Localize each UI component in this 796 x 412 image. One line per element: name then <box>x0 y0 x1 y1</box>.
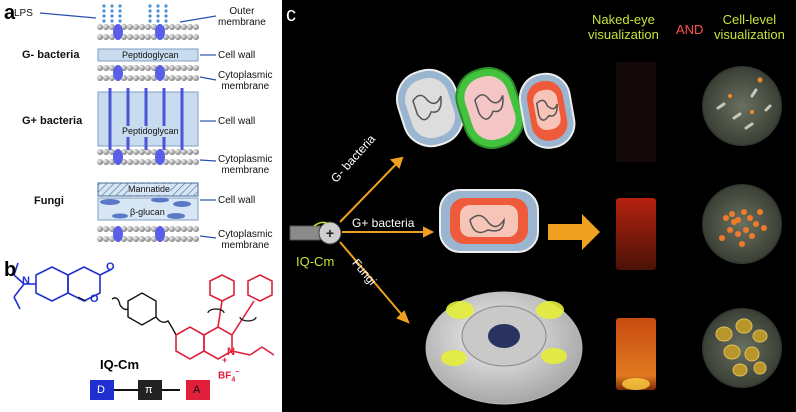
gpos-pathway-label: G+ bacteria <box>352 216 415 230</box>
detection-scheme: + <box>289 62 782 405</box>
panel-c: + <box>282 0 796 412</box>
result-arrow <box>548 214 600 250</box>
fungi-cell <box>425 291 583 405</box>
donor-block <box>90 380 114 400</box>
donor-label: D <box>97 384 105 396</box>
probe-label: IQ-Cm <box>296 254 335 269</box>
pathway-arrows <box>339 156 435 324</box>
counterion: BF4− <box>218 369 240 384</box>
compound-name: IQ-Cm <box>100 357 139 372</box>
isoquinolinium-acceptor <box>175 274 275 360</box>
gneg-peptidoglycan-label: Peptidoglycan <box>122 50 179 60</box>
naked-eye-title: Naked-eye visualization <box>588 12 659 42</box>
gneg-peptidoglycan-layer <box>97 48 199 62</box>
gpos-cell-wall-label: Cell wall <box>218 116 256 127</box>
lps-label: LPS <box>14 8 33 19</box>
gneg-cells <box>396 66 576 150</box>
outer-membrane-label: Outer membrane <box>218 6 266 28</box>
phenyl-bridge <box>111 292 177 336</box>
pi-label: π <box>145 384 153 396</box>
acceptor-label: A <box>193 384 201 396</box>
vial-gpos <box>616 198 656 270</box>
gneg-cyto-label: Cytoplasmic membrane <box>218 70 273 92</box>
iqcm-structure <box>13 262 275 400</box>
cation-charge: + <box>222 355 228 365</box>
micro-gneg <box>702 66 782 146</box>
coumarin-donor <box>13 262 113 310</box>
gpos-peptidoglycan-label: Peptidoglycan <box>122 126 179 137</box>
membrane-diagram <box>39 4 217 242</box>
cell-level-title: Cell-level visualization <box>714 12 785 42</box>
fungi-cyto-label: Cytoplasmic membrane <box>218 229 273 251</box>
pi-block <box>138 380 162 400</box>
acceptor-block <box>186 380 210 400</box>
panel-a: a LPS G- bacteria Outer membrane Cell wa… <box>0 0 280 255</box>
gneg-cell-wall-label: Cell wall <box>218 50 256 61</box>
iqcm-probe-icon: + <box>289 221 342 245</box>
mannatide-label: Mannatide <box>128 184 171 195</box>
gneg-title: G- bacteria <box>22 49 80 61</box>
micro-gpos <box>702 184 782 264</box>
gpos-cell <box>439 189 539 253</box>
glucan-label: β-glucan <box>130 207 165 218</box>
acceptor-n-atom: N <box>227 346 235 358</box>
gpos-title: G+ bacteria <box>22 115 83 127</box>
vial-gneg <box>616 62 656 162</box>
carbonyl-o-atom: O <box>106 261 115 273</box>
fungi-title: Fungi <box>34 195 64 207</box>
svg-text:+: + <box>326 225 334 241</box>
donor-n-atom: N <box>22 275 30 287</box>
and-label: AND <box>676 22 704 37</box>
gpos-cyto-label: Cytoplasmic membrane <box>218 154 273 176</box>
panel-c-letter: c <box>286 4 296 26</box>
panel-b-letter: b <box>4 259 17 281</box>
panel-a-letter: a <box>4 2 16 24</box>
fungi-cell-wall-label: Cell wall <box>218 195 256 206</box>
panel-b: b N O O N + BF4− IQ-Cm D π A <box>0 255 280 412</box>
vial-fungi <box>616 318 656 390</box>
lps-icon <box>102 4 168 23</box>
micro-fungi <box>702 308 782 388</box>
ring-o-atom: O <box>90 293 99 305</box>
